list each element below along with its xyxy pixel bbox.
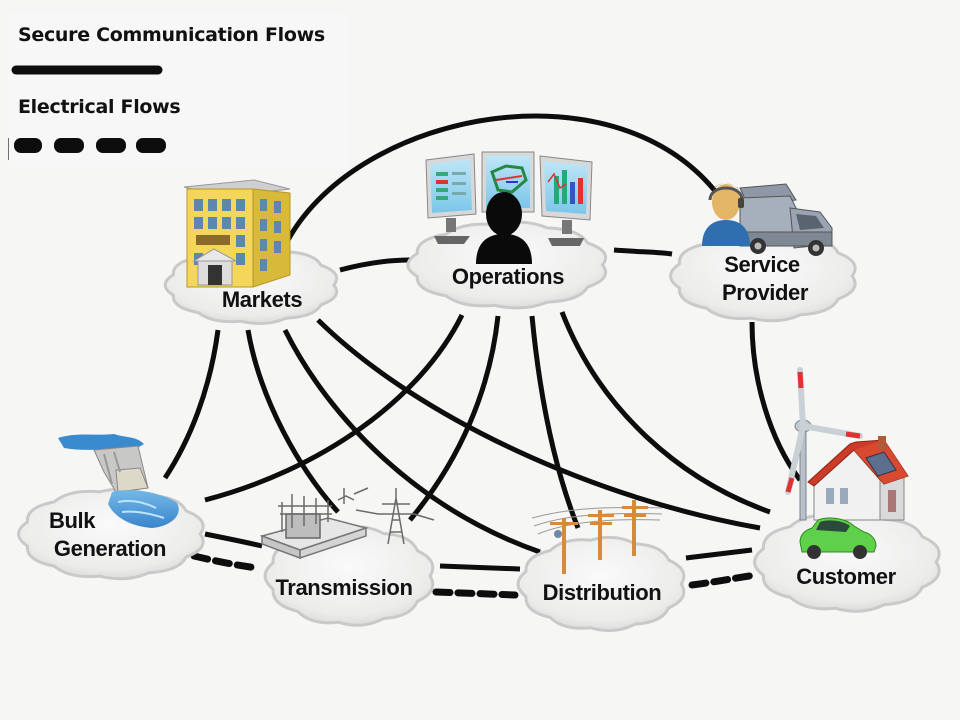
node-label-bulk-generation-line2: Generation — [54, 536, 166, 561]
link-markets-bulk-generation — [162, 329, 221, 480]
link-operations-bulk-generation — [204, 313, 465, 503]
node-label-distribution: Distribution — [543, 580, 662, 605]
node-labels: Markets Operations Service Provider Bulk… — [49, 252, 897, 605]
link-operations-transmission — [408, 315, 501, 522]
operator-silhouette-icon — [476, 192, 532, 264]
node-label-bulk-generation-line1: Bulk — [49, 508, 96, 533]
technician-truck-icon — [702, 183, 833, 256]
hydro-dam-icon — [58, 434, 179, 528]
substation-tower-icon — [259, 487, 435, 560]
link-markets-transmission — [245, 329, 340, 514]
node-label-customer: Customer — [796, 564, 896, 589]
link-markets-customer — [316, 318, 761, 531]
link-service-provider-customer — [749, 321, 803, 482]
wind-turbine-icon — [785, 367, 863, 521]
control-room-monitors-icon — [425, 151, 593, 264]
link-transmission-distribution — [439, 563, 521, 572]
link-operations-service-provider — [613, 247, 673, 257]
home-wind-ev-icon — [785, 367, 909, 559]
electrical-link-transmission-distribution — [432, 588, 519, 599]
electrical-link-distribution-customer — [688, 571, 760, 589]
truck-icon — [739, 183, 833, 256]
link-operations-distribution — [529, 315, 581, 529]
link-distribution-customer — [685, 547, 753, 561]
link-markets-operations — [339, 257, 411, 273]
link-bulk-generation-transmission — [204, 531, 263, 549]
node-label-operations: Operations — [452, 264, 564, 289]
node-label-service-provider-line1: Service — [724, 252, 800, 277]
link-markets-service-provider — [285, 113, 725, 242]
legend: Secure Communication Flows Electrical Fl… — [8, 12, 348, 168]
house-icon — [807, 436, 909, 521]
utility-poles-icon — [531, 500, 663, 574]
electrical-link-bulk-generation-transmission — [190, 552, 262, 572]
link-markets-distribution — [282, 328, 541, 555]
node-label-service-provider-line2: Provider — [722, 280, 809, 305]
electrical-links — [190, 552, 760, 599]
legend-dashed-line-swatch — [8, 138, 166, 160]
cloud-distribution — [516, 535, 686, 633]
legend-label-electrical: Electrical Flows — [18, 96, 181, 118]
link-operations-customer — [559, 311, 771, 515]
electric-car-icon — [799, 517, 877, 559]
legend-solid-line-swatch — [11, 65, 163, 75]
node-label-transmission: Transmission — [275, 575, 412, 600]
technician-icon — [702, 183, 750, 246]
legend-label-communication: Secure Communication Flows — [18, 24, 325, 46]
node-label-markets: Markets — [222, 287, 303, 312]
communication-links — [162, 113, 803, 572]
market-building-icon — [183, 179, 291, 288]
